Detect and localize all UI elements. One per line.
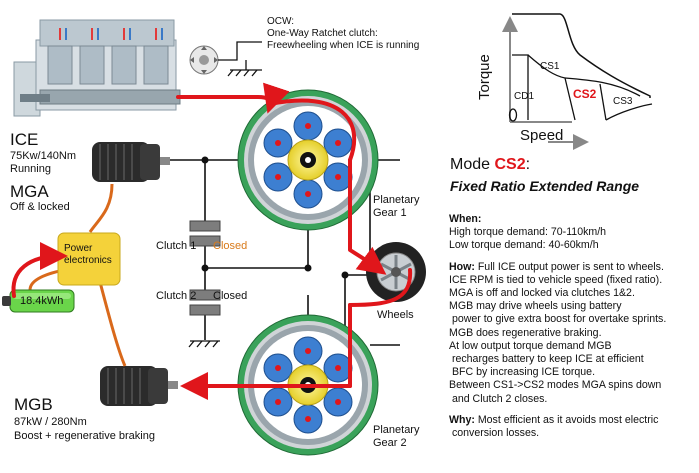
- how-line: and Clutch 2 closes.: [449, 392, 548, 405]
- power-electronics-line2: electronics: [64, 255, 112, 266]
- motor-icon: [100, 366, 178, 406]
- why-first-line: Most efficient as it avoids most electri…: [474, 413, 659, 426]
- mgb-role: Boost + regenerative braking: [14, 430, 155, 442]
- clutch-icon: [189, 289, 221, 316]
- battery-capacity: 18.4kWh: [20, 295, 64, 307]
- power-flow: [11, 82, 413, 400]
- mode-code: CS2: [494, 156, 526, 173]
- mode-subtitle: Fixed Ratio Extended Range: [450, 178, 640, 194]
- ocw-label: OCW: One-Way Ratchet clutch: Freewheelin…: [267, 16, 419, 52]
- ground-icon: [188, 340, 220, 348]
- wheels-label: Wheels: [377, 309, 414, 321]
- how-line: MGA is off and locked via clutches 1&2.: [449, 287, 635, 300]
- gear2-line2: Gear 2: [373, 437, 407, 449]
- torque-speed-graph: [502, 13, 653, 150]
- ice-title: ICE: [10, 130, 39, 149]
- why-heading: Why:: [449, 413, 475, 426]
- why-section: Why: Most efficient as it avoids most el…: [449, 414, 697, 440]
- how-line: MGB may drive wheels using battery: [449, 300, 622, 313]
- mode-heading: Mode CS2:: [450, 156, 530, 174]
- how-line: MGB does regenerative braking.: [449, 326, 602, 339]
- how-line: recharges battery to keep ICE at efficie…: [449, 353, 644, 366]
- how-first-line: Full ICE output power is sent to wheels.: [474, 260, 664, 273]
- mga-state: Off & locked: [10, 201, 70, 213]
- mgb-title: MGB: [14, 395, 53, 414]
- how-line: BFC by increasing ICE torque.: [449, 366, 596, 379]
- mga-title: MGA: [10, 182, 49, 201]
- why-second-line: conversion losses.: [449, 427, 540, 440]
- when-line: High torque demand: 70-110km/h: [449, 226, 607, 239]
- planetary-gear-icon: [237, 89, 379, 231]
- engine-icon: [13, 19, 181, 117]
- motor-icon: [92, 142, 170, 182]
- gear1-line1: Planetary: [373, 194, 420, 206]
- graph-zone-cs2: CS2: [573, 87, 597, 101]
- clutch1-label: Clutch 1: [156, 240, 197, 252]
- mode-prefix: Mode: [450, 156, 495, 173]
- how-line: Between CS1->CS2 modes MGA spins down: [449, 379, 662, 392]
- ratchet-clutch-icon: [189, 45, 219, 75]
- how-line: ICE RPM is tied to vehicle speed (fixed …: [449, 273, 663, 286]
- ice-state: Running: [10, 163, 51, 175]
- graph-zone-cs3: CS3: [613, 96, 633, 107]
- how-section: How: Full ICE output power is sent to wh…: [449, 261, 697, 406]
- ocw-line3: Freewheeling when ICE is running: [267, 40, 420, 51]
- clutch-icon: [189, 220, 221, 247]
- battery-icon: [2, 289, 75, 313]
- graph-y-label: Torque: [476, 54, 493, 100]
- ice-spec: 75Kw/140Nm: [10, 150, 77, 162]
- ocw-line1: OCW:: [267, 16, 295, 27]
- gear1-line2: Gear 1: [373, 207, 407, 219]
- wheel-icon: [366, 242, 426, 302]
- graph-zone-cd1: CD1: [514, 91, 535, 102]
- mode-suffix: :: [525, 156, 531, 173]
- clutch2-state: Closed: [213, 290, 248, 302]
- how-line: At low output torque demand MGB: [449, 339, 612, 352]
- gear1-label: Planetary Gear 1: [373, 194, 419, 220]
- gear2-line1: Planetary: [373, 424, 420, 436]
- how-line: power to give extra boost for overtake s…: [449, 313, 667, 326]
- graph-zone-cs1: CS1: [540, 61, 560, 72]
- gear2-label: Planetary Gear 2: [373, 424, 419, 450]
- clutch2-label: Clutch 2: [156, 290, 197, 302]
- clutch1-state: Closed: [213, 240, 248, 252]
- power-electronics-line1: Power: [64, 243, 93, 254]
- when-line: Low torque demand: 40-60km/h: [449, 239, 599, 252]
- ground-icon: [227, 60, 262, 77]
- how-heading: How:: [449, 260, 475, 273]
- graph-x-label: Speed: [520, 127, 564, 144]
- description-panel: When: High torque demand: 70-110km/h Low…: [449, 213, 697, 448]
- when-heading: When:: [449, 213, 482, 225]
- mgb-spec: 87kW / 280Nm: [14, 416, 87, 428]
- when-section: When: High torque demand: 70-110km/h Low…: [449, 213, 697, 253]
- power-electronics-label: Power electronics: [64, 243, 112, 267]
- ocw-line2: One-Way Ratchet clutch:: [267, 28, 378, 39]
